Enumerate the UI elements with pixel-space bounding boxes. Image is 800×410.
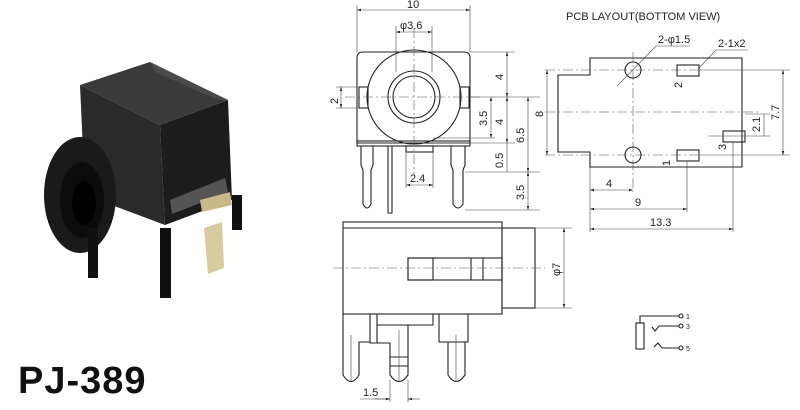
front-view: 10 φ3.6 2 4 4 3.5 6.5 0.5 3.5 2.4 <box>329 0 540 214</box>
dim-tab-width: 2.4 <box>410 173 425 185</box>
dim-top-half: 4 <box>494 74 506 80</box>
dim-pcb-height: 8 <box>534 111 546 117</box>
dim-bottom-half: 4 <box>494 119 506 125</box>
pin-label-3: 3 <box>717 144 729 150</box>
dim-center-base: 6.5 <box>515 128 527 143</box>
dim-pin-width: 1.5 <box>363 387 378 399</box>
pads-label: 2-1x2 <box>718 38 746 50</box>
pcb-heading: PCB LAYOUT(BOTTOM VIEW) <box>566 11 720 23</box>
pin-label-2: 2 <box>673 82 685 88</box>
dim-center-tab: 3.5 <box>478 111 490 126</box>
holes-label: 2-φ1.5 <box>658 34 690 46</box>
dim-total-length: 13.3 <box>650 217 671 229</box>
side-view: φ7 1.5 <box>333 221 572 402</box>
schematic-pin-1: 1 <box>686 314 690 321</box>
dim-hole-offset: 4 <box>606 178 612 190</box>
dim-width: 10 <box>407 0 419 11</box>
pcb-layout: PCB LAYOUT(BOTTOM VIEW) 2-φ1.5 2-1x2 2 1… <box>534 11 790 232</box>
dim-diameter: φ7 <box>551 263 563 276</box>
pin-label-1: 1 <box>661 160 673 166</box>
dim-pad-span: 7.7 <box>770 105 782 120</box>
model-title: PJ-389 <box>18 360 147 402</box>
dim-slot: 2 <box>329 98 341 104</box>
schematic-pin-3: 3 <box>686 324 690 331</box>
schematic-pin-5: 5 <box>686 346 690 353</box>
dim-tab-gap: 0.5 <box>494 153 506 168</box>
dim-bore: φ3.6 <box>400 20 422 32</box>
dim-pad3-offset: 2.1 <box>751 117 763 132</box>
dim-pad-offset: 9 <box>635 197 641 209</box>
pin-schematic: 1 3 5 <box>635 313 690 353</box>
product-photo <box>44 62 242 298</box>
dim-pin-length: 3.5 <box>515 185 527 200</box>
